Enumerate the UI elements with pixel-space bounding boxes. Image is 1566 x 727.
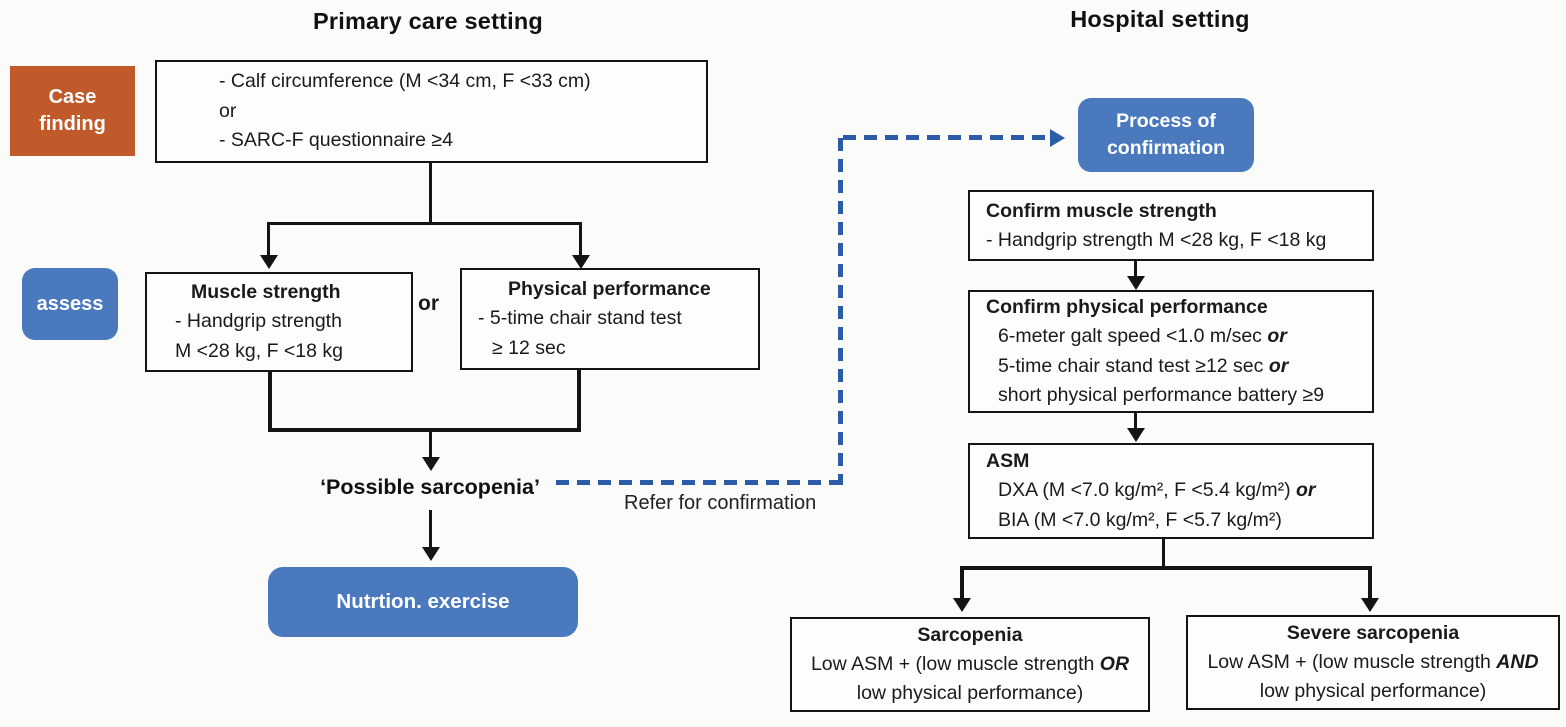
arrow-down-icon xyxy=(1127,428,1145,442)
arrow-right-icon xyxy=(1050,129,1065,147)
sarcopenia-criterion: Low ASM + (low muscle strength xyxy=(810,652,1100,675)
confirm-muscle-strength-line1: - Handgrip strength M <28 kg, F <18 kg xyxy=(986,228,1327,251)
severe-sarcopenia-outcome-box: Severe sarcopenia Low ASM + (low muscle … xyxy=(1186,615,1560,710)
connector-line xyxy=(1368,566,1372,599)
sarcopenia-outcome-box: Sarcopenia Low ASM + (low muscle strengt… xyxy=(790,617,1150,712)
arrow-down-icon xyxy=(422,457,440,471)
gait-speed-criterion: 6-meter galt speed <1.0 m/sec xyxy=(998,325,1268,348)
asm-line1: DXA (M <7.0 kg/m², F <5.4 kg/m²) or xyxy=(998,476,1372,505)
confirm-physical-performance-title: Confirm physical performance xyxy=(986,296,1268,318)
muscle-strength-line2: M <28 kg, F <18 kg xyxy=(175,339,344,362)
refer-for-confirmation-label: Refer for confirmation xyxy=(624,492,817,514)
severe-sarcopenia-line1: Low ASM + (low muscle strength AND xyxy=(1207,648,1538,677)
connector-line xyxy=(268,428,581,432)
case-finding-label: Case finding xyxy=(39,86,106,135)
case-finding-box: Case finding xyxy=(10,66,135,156)
or-operator: OR xyxy=(1099,652,1130,675)
chair-stand-criterion: 5-time chair stand test ≥12 sec xyxy=(998,354,1269,377)
asm-box: ASM DXA (M <7.0 kg/m², F <5.4 kg/m²) or … xyxy=(968,443,1374,539)
confirm-physical-line2: 5-time chair stand test ≥12 sec or xyxy=(998,352,1372,381)
confirm-physical-line1: 6-meter galt speed <1.0 m/sec or xyxy=(998,322,1372,351)
connector-line xyxy=(429,163,432,224)
screening-box: - Calf circumference (M <34 cm, F <33 cm… xyxy=(155,60,708,163)
process-of-confirmation-box: Process of confirmation xyxy=(1078,98,1254,172)
process-of-confirmation-label: Process of confirmation xyxy=(1106,109,1226,159)
severe-criterion: Low ASM + (low muscle strength xyxy=(1207,650,1497,673)
severe-sarcopenia-title: Severe sarcopenia xyxy=(1286,621,1460,644)
physical-performance-box: Physical performance - 5-time chair stan… xyxy=(460,268,760,370)
confirm-muscle-strength-box: Confirm muscle strength - Handgrip stren… xyxy=(968,190,1374,261)
arrow-down-icon xyxy=(260,255,278,269)
severe-sarcopenia-line2: low physical performance) xyxy=(1259,680,1487,703)
assess-label: assess xyxy=(36,292,104,315)
physical-performance-title: Physical performance xyxy=(508,277,711,300)
nutrition-exercise-label: Nutrtion. exercise xyxy=(336,590,510,613)
or-connector: or xyxy=(1267,325,1287,348)
connector-line xyxy=(579,222,582,256)
connector-line xyxy=(268,372,272,432)
connector-line xyxy=(960,566,964,599)
dxa-criterion: DXA (M <7.0 kg/m², F <5.4 kg/m²) xyxy=(998,479,1296,502)
sarcopenia-line2: low physical performance) xyxy=(856,682,1084,705)
arrow-down-icon xyxy=(953,598,971,612)
screening-line-sarcf: - SARC-F questionnaire ≥4 xyxy=(219,129,453,152)
and-operator: AND xyxy=(1496,650,1539,673)
assess-box: assess xyxy=(22,268,118,340)
connector-line xyxy=(267,222,270,256)
confirm-physical-line3: short physical performance battery ≥9 xyxy=(998,383,1325,406)
muscle-strength-line1: - Handgrip strength xyxy=(175,310,342,333)
connector-line xyxy=(577,370,581,432)
arrow-down-icon xyxy=(572,255,590,269)
sarcopenia-line1: Low ASM + (low muscle strength OR xyxy=(811,650,1129,679)
or-connector: or xyxy=(1268,354,1289,377)
connector-line xyxy=(429,510,432,548)
confirm-muscle-strength-title: Confirm muscle strength xyxy=(986,200,1217,223)
connector-line xyxy=(1162,539,1165,568)
muscle-strength-box: Muscle strength - Handgrip strength M <2… xyxy=(145,272,413,372)
screening-line-calf: - Calf circumference (M <34 cm, F <33 cm… xyxy=(219,70,591,93)
connector-line xyxy=(1134,413,1137,429)
screening-line-or: or xyxy=(219,99,237,122)
or-label: or xyxy=(418,292,439,315)
refer-dashed-line xyxy=(843,135,1050,140)
connector-line xyxy=(960,566,1372,570)
connector-line xyxy=(429,432,432,458)
arrow-down-icon xyxy=(1361,598,1379,612)
connector-line xyxy=(1134,261,1137,277)
connector-line xyxy=(267,222,582,225)
confirm-physical-performance-box: Confirm physical performance 6-meter gal… xyxy=(968,290,1374,413)
nutrition-exercise-box: Nutrtion. exercise xyxy=(268,567,578,637)
physical-performance-line2: ≥ 12 sec xyxy=(492,336,566,359)
arrow-down-icon xyxy=(422,547,440,561)
refer-dashed-line xyxy=(838,138,843,485)
arrow-down-icon xyxy=(1127,276,1145,290)
or-connector: or xyxy=(1296,479,1316,502)
asm-line2: BIA (M <7.0 kg/m², F <5.7 kg/m²) xyxy=(998,508,1282,531)
muscle-strength-title: Muscle strength xyxy=(191,280,341,303)
hospital-setting-title: Hospital setting xyxy=(1070,6,1250,32)
sarcopenia-title: Sarcopenia xyxy=(917,623,1023,646)
possible-sarcopenia-label: ‘Possible sarcopenia’ xyxy=(320,475,540,499)
refer-dashed-line xyxy=(556,480,845,485)
primary-care-setting-title: Primary care setting xyxy=(313,8,543,34)
asm-title: ASM xyxy=(986,450,1030,473)
physical-performance-line1: - 5-time chair stand test xyxy=(478,307,682,330)
